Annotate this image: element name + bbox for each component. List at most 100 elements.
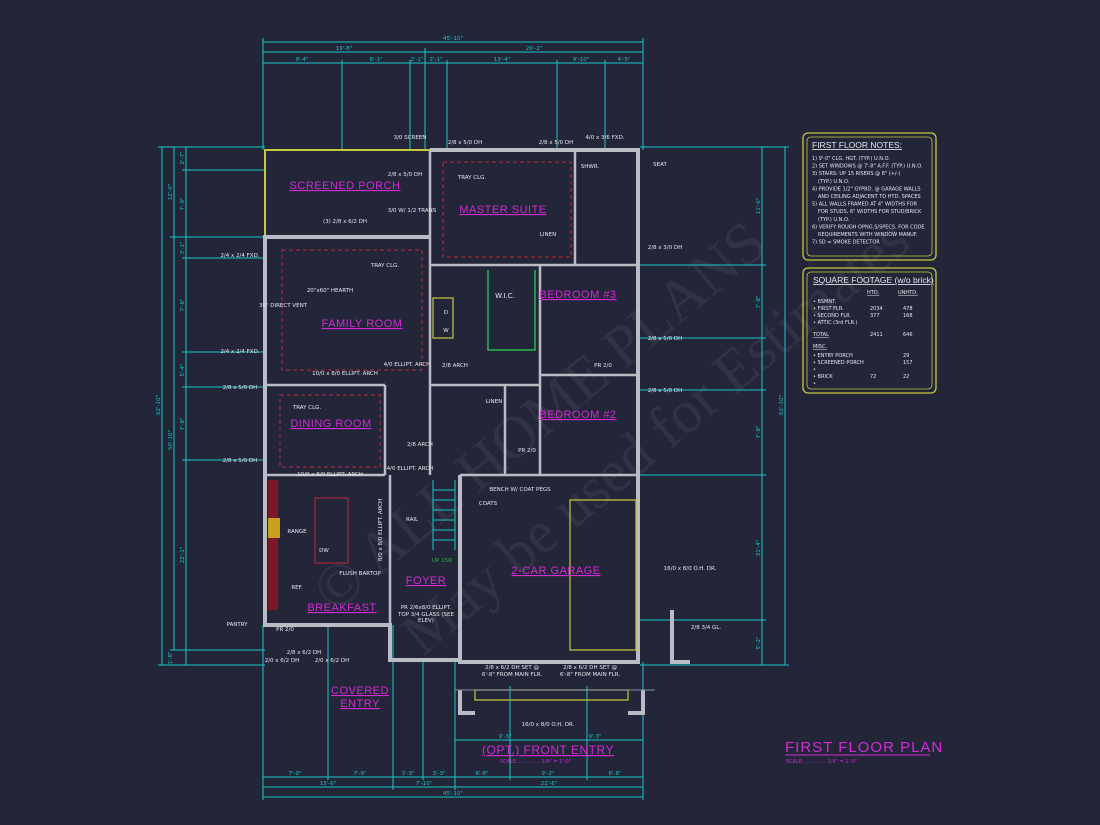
linen-label: LINEN — [486, 399, 502, 405]
dim-left: 7'-9" — [180, 197, 186, 210]
dim-right: 7'-8" — [756, 425, 762, 438]
dim-left: 5'-4" — [180, 363, 186, 376]
sqft-row-unhtd: 22 — [903, 374, 909, 380]
window-label: 2/8 x 5/0 DH — [388, 172, 423, 178]
sqft-row-label: • ATTIC (3rd FLR.) — [813, 320, 858, 326]
note-item: REQUIREMENTS WITH WINDOW MANUF. — [818, 232, 918, 238]
window-label: 2/8 x 5/0 DH — [539, 140, 574, 146]
pantry-label: PANTRY — [226, 622, 248, 628]
dim-top: 4'-5" — [617, 57, 630, 63]
entry-door-label: PR 2/6x8/0 ELLIPT. TOP 3/4 GLASS (SEE EL… — [398, 605, 454, 624]
sqft-row-label: • SECOND FLR. — [813, 313, 851, 319]
dim-top-total: 45'-10" — [443, 36, 463, 42]
note-item: FOR STUDS, 6" WIDTHS FOR STUD/BRICK — [818, 209, 922, 215]
dim-left-total: 62'-10" — [156, 395, 162, 415]
sqft-row-label: • — [813, 367, 816, 373]
dim-right: 31'-4" — [756, 540, 762, 557]
dim-bottom: 9'-2" — [541, 771, 554, 777]
sqft-row-htd: 2034 — [870, 306, 883, 312]
sqft-row-unhtd: 478 — [903, 306, 913, 312]
dim-left: 7'-8" — [180, 298, 186, 311]
sqft-row-label: TOTAL — [812, 332, 829, 338]
note-item: (TYP.) U.N.O. — [818, 217, 850, 223]
room-garage: 2-CAR GARAGE — [511, 565, 600, 577]
window-label: 2/8 x 6/2 DH SET @ 6'-8" FROM MAIN FLR. — [559, 665, 621, 678]
dim-left: 22'-1" — [180, 547, 186, 564]
arch-label: 4/0 ELLIPT. ARCH — [387, 466, 434, 472]
window-label: (3) 2/8 x 6/2 DH — [323, 219, 367, 225]
opt-front-entry-title: (OPT.) FRONT ENTRY — [482, 743, 614, 757]
dim-bottom-total: 45'-10" — [443, 791, 463, 797]
door-label: PR 2/0 — [276, 627, 294, 633]
note-item: (TYP.) U.N.O. — [818, 179, 850, 185]
dim-left: 12'-0" — [168, 184, 174, 201]
sqft-row-label: • FIRST FLR. — [813, 306, 844, 312]
room-dining-room: DINING ROOM — [290, 418, 371, 430]
sqft-row-unhtd: 646 — [903, 332, 913, 338]
arch-label: 10/0 x 8/0 ELLIPT. ARCH — [312, 371, 378, 377]
col-htd: HTD. — [867, 290, 880, 296]
linen-label: LINEN — [540, 232, 556, 238]
ceiling-label: TRAY CLG. — [370, 263, 400, 269]
right-dimensions: 62'-10" 11'-6" 7'-8" 7'-8" 31'-4" 5'-2" — [640, 146, 789, 666]
dim-bottom: 7'-10" — [416, 781, 433, 787]
first-floor-notes: FIRST FLOOR NOTES: 1) 9'-0" CLG. HGT. (T… — [802, 132, 937, 261]
note-item: 2) SET WINDOWS @ 7'-8" A.F.F. (TYP.) U.N… — [812, 164, 923, 170]
dim-top: 2'-1" — [429, 57, 442, 63]
square-footage-table: SQUARE FOOTAGE (w/o brick) HTD. UNHTD. •… — [802, 267, 937, 394]
room-breakfast: BREAKFAST — [307, 602, 376, 614]
sqft-row-label: • SCREENED PORCH — [813, 360, 864, 366]
hearth-label: 20"x60" HEARTH — [307, 288, 353, 294]
note-item: 7) SD = SMOKE DETECTOR — [812, 240, 880, 246]
plan-scale: SCALE: ............. 1/4" = 1'-0" — [786, 759, 857, 765]
note-item: AND CEILING ADJACENT TO HTD. SPACES — [818, 194, 921, 200]
sqft-row-htd: 72 — [870, 374, 876, 380]
dryer-label: D — [444, 310, 448, 316]
dishwasher-label: DW — [319, 548, 329, 554]
side-door-label: 2/8 3/4 GL. — [691, 625, 722, 631]
room-bedroom-3: BEDROOM #3 — [539, 289, 616, 301]
dim-right: 11'-6" — [756, 198, 762, 215]
coats-label: COATS — [479, 501, 498, 507]
annotation-labels: 2/4 x 2/4 FXD. 2/4 x 2/4 FXD. 2/8 x 5/0 … — [220, 135, 721, 728]
sqft-heading: SQUARE FOOTAGE (w/o brick) — [813, 275, 934, 285]
door-label: 3/0 SCREEN — [394, 135, 427, 141]
window-label: 2/0 x 6/2 DH — [315, 658, 350, 664]
shower-label: SHWR. — [581, 164, 600, 170]
dim-top: 26'-2" — [526, 46, 543, 52]
walls — [263, 148, 690, 715]
window-label: 2/8 x 5/0 DH — [448, 140, 483, 146]
dim-bottom: 3'-3" — [401, 771, 414, 777]
dim-right: 7'-8" — [756, 295, 762, 308]
plan-title: FIRST FLOOR PLAN — [785, 739, 943, 756]
sqft-row-unhtd: 29 — [903, 353, 909, 359]
sqft-row-label: • ENTRY PORCH — [813, 353, 853, 359]
dim-top: 9'-4" — [295, 57, 308, 63]
sqft-row-label: • BSMNT. — [813, 299, 837, 305]
ceiling-label: TRAY CLG. — [292, 405, 322, 411]
note-item: 6) VERIFY ROUGH OPNG.S/SPECS. FOR CODE — [812, 224, 925, 230]
stair-up-label: UP 15R — [432, 558, 452, 564]
arch-label: 4/0 ELLIPT. ARCH — [384, 362, 431, 368]
window-label: 2/8 x 6/2 DH — [287, 650, 322, 656]
left-dimensions: 62'-10" 12'-0" 50'-10" 2'-7" 7'-9" 3'-1"… — [156, 146, 265, 666]
sqft-row-unhtd: 168 — [903, 313, 913, 319]
bartop-label: FLUSH BARTOP — [339, 571, 381, 577]
garage-door-label: 16/0 x 8/0 O.H. DR. — [664, 566, 717, 572]
sqft-row-htd: 2411 — [870, 332, 883, 338]
seat-label: SEAT — [653, 162, 667, 168]
dim-left: 50'-10" — [168, 430, 174, 450]
sqft-row-htd: 377 — [870, 313, 880, 319]
door-label: 3/0 W/ 1/2 TRANS — [388, 208, 437, 214]
room-covered-entry: COVERED — [331, 685, 389, 697]
washer-label: W — [443, 328, 449, 334]
dim-right: 5'-2" — [756, 636, 762, 649]
dim-top: 8'-1" — [369, 57, 382, 63]
dim-bottom: 22'-6" — [541, 781, 558, 787]
dim-opt: 9'-3" — [588, 734, 601, 740]
window-label: 2/8 x 5/0 DH — [223, 385, 258, 391]
bottom-dimensions: 7'-9" 7'-9" 3'-3" 3'-3" 6'-8" 9'-2" 6'-8… — [262, 625, 644, 800]
dim-bottom: 6'-8" — [608, 771, 621, 777]
arch-label: 10/0 x 8/0 ELLIPT. ARCH — [297, 472, 363, 478]
dim-bottom: 7'-9" — [353, 771, 366, 777]
